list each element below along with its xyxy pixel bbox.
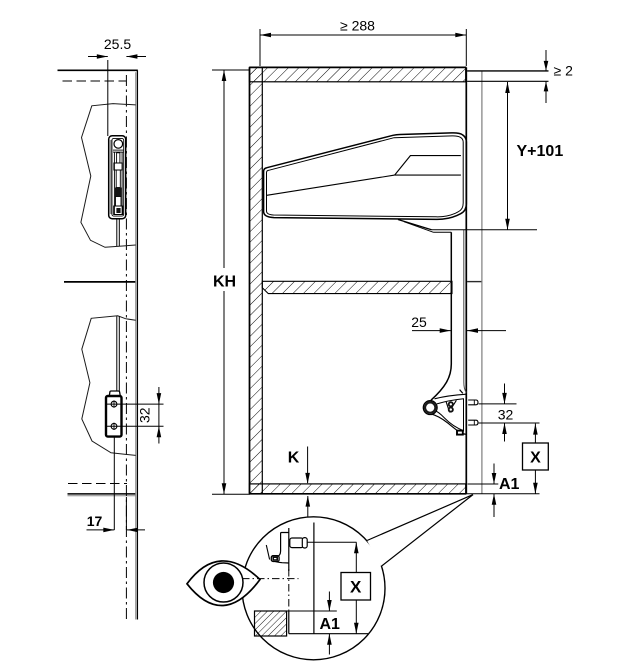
dim-32-side-label: 32 — [137, 407, 153, 423]
side-panel — [249, 67, 263, 494]
dim-top-clearance: ≥ 2 — [543, 50, 574, 103]
dim-min-width-label: ≥ 288 — [340, 18, 375, 34]
bottom-panel — [249, 483, 466, 494]
dim-a1-detail-label: A1 — [320, 616, 341, 633]
dim-32-side: 32 — [106, 387, 164, 444]
dim-25-5: 25.5 — [88, 36, 146, 136]
lift-unit-side — [107, 134, 127, 220]
bracket-tab — [468, 399, 479, 406]
dim-x-main: X — [521, 423, 549, 494]
dim-17-label: 17 — [87, 513, 103, 529]
dim-25-5-label: 25.5 — [104, 36, 131, 52]
dim-cabinet-height: KH — [209, 69, 250, 495]
shelf — [261, 280, 482, 295]
dim-a1-main-label: A1 — [499, 476, 520, 493]
dim-a1-main: A1 — [466, 463, 540, 517]
lift-housing — [262, 132, 468, 221]
dim-min-width: ≥ 288 — [259, 18, 467, 66]
mounting-plate-side — [104, 390, 123, 438]
dim-bracket-spacing-label: 32 — [498, 407, 514, 423]
dim-bracket-spacing: 32 — [478, 383, 540, 442]
dim-x-detail: X — [307, 541, 372, 634]
dim-arm-offset: 25 — [411, 314, 506, 333]
dim-arm-length-label: Y+101 — [517, 143, 564, 160]
flap-bracket — [422, 389, 479, 436]
bracket-tab — [468, 419, 479, 426]
lift-arm — [397, 218, 467, 401]
dim-arm-offset-label: 25 — [411, 314, 427, 330]
dim-arm-length: Y+101 — [431, 82, 564, 231]
pivot-boss — [422, 400, 438, 416]
main-view: ≥ 288 KH ≥ 2 Y+101 — [209, 18, 574, 517]
label-k-text: K — [288, 450, 300, 467]
dim-top-clearance-label: ≥ 2 — [554, 63, 574, 79]
dim-x-detail-label: X — [350, 578, 362, 597]
dim-cabinet-height-label: KH — [213, 274, 236, 291]
expanding-peg — [289, 537, 304, 549]
detail-contents: X A1 — [242, 522, 372, 655]
detail-view: X A1 — [185, 494, 474, 661]
dim-17: 17 — [86, 437, 145, 533]
detail-bottom-panel — [253, 610, 288, 637]
dim-a1-detail: A1 — [320, 591, 341, 655]
side-view: 25.5 32 17 — [57, 36, 164, 620]
dim-x-main-label: X — [530, 450, 541, 467]
eye-icon — [185, 560, 262, 607]
cabinet-carcase — [248, 66, 467, 495]
detail-bracket — [265, 531, 308, 564]
detail-leader-arrow — [305, 495, 311, 517]
label-k: K — [288, 446, 310, 484]
top-panel — [249, 67, 466, 82]
